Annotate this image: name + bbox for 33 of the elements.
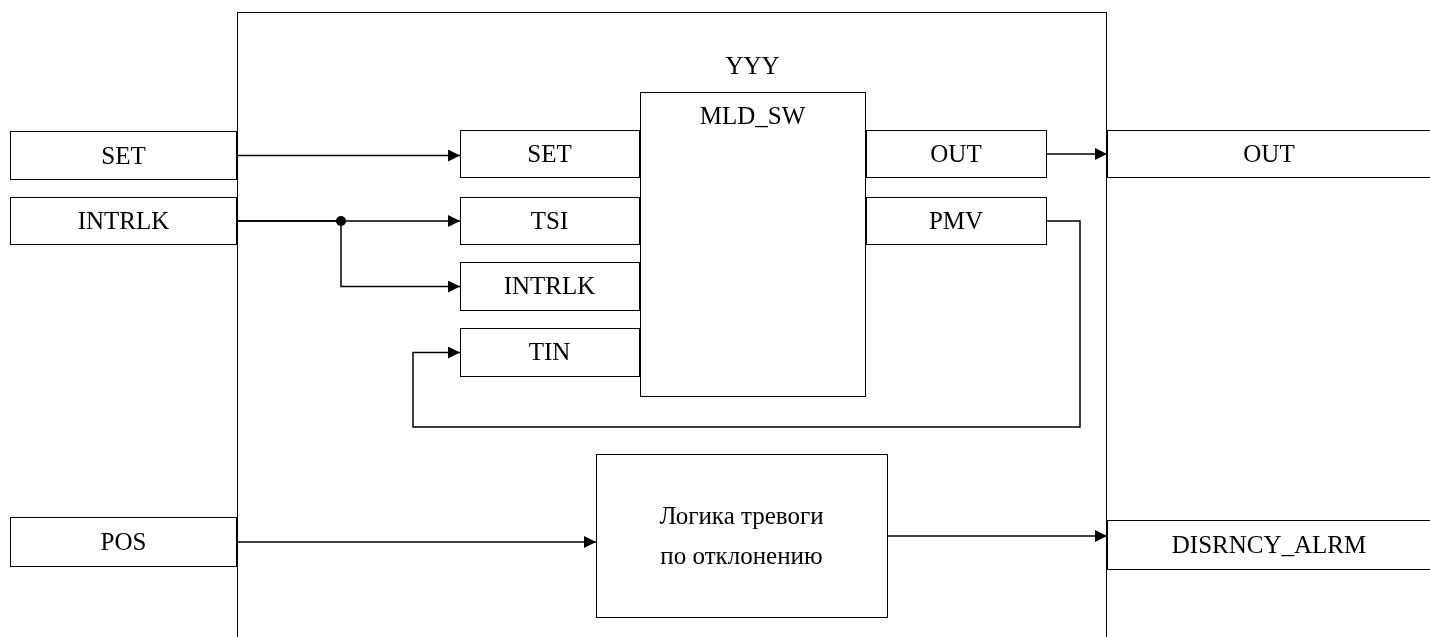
- signal-label: INTRLK: [76, 206, 171, 236]
- signal-label: PMV: [927, 205, 985, 236]
- signal-label: TIN: [527, 337, 572, 367]
- function-block-frame: [237, 12, 1107, 637]
- signal-box: [459, 327, 640, 377]
- signal-label: SET: [526, 138, 573, 169]
- signal-label: OUT: [929, 138, 983, 169]
- arrow: [236, 149, 461, 162]
- signal-label: Логика тревоги по отклонению: [658, 500, 825, 571]
- signal-box: [865, 129, 1047, 178]
- signal-box: [459, 261, 640, 311]
- arrow: [236, 536, 597, 548]
- signal-box: [459, 129, 640, 178]
- signal-box: [865, 196, 1047, 245]
- signal-box: [1107, 520, 1430, 570]
- arrow: [887, 530, 1108, 542]
- signal-label: POS: [99, 527, 148, 557]
- signal-box: [10, 197, 237, 245]
- signal-box: [459, 196, 640, 245]
- signal-box: [10, 131, 237, 180]
- signal-box: [10, 517, 237, 567]
- arrow: [236, 220, 461, 293]
- signal-label: INTRLK: [502, 271, 597, 301]
- signal-box: [1107, 130, 1430, 178]
- signal-label: DISRNCY_ALRM: [1170, 530, 1368, 560]
- block-type: MLD_SW: [698, 100, 807, 131]
- signal-label: TSI: [529, 205, 570, 236]
- arrow: [412, 220, 1081, 428]
- signal-label: OUT: [1242, 139, 1296, 169]
- arrow: [1046, 148, 1108, 160]
- logic-block: [595, 453, 888, 618]
- signal-label: SET: [100, 140, 147, 171]
- block-name: YYY: [724, 50, 781, 81]
